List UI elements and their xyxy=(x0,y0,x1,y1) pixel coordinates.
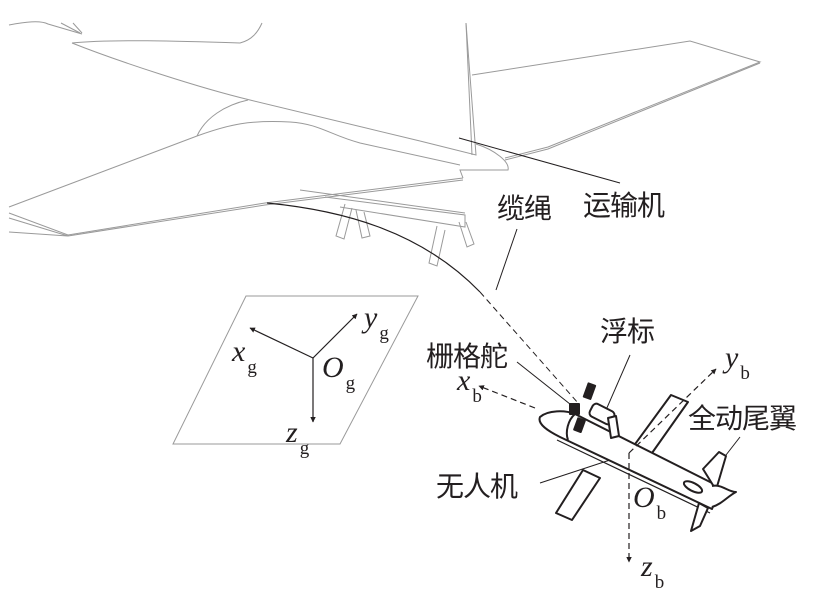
cable-dashed xyxy=(479,291,579,404)
aircraft-upper-fuselage xyxy=(71,22,263,44)
aircraft-wing-left-lower xyxy=(8,135,198,208)
uav-nose-cone xyxy=(565,413,576,441)
aircraft-wing-root xyxy=(196,99,249,137)
label-transport-aircraft: 运输机 xyxy=(583,189,665,222)
uav-tail-cone xyxy=(711,484,737,508)
label-all-moving-tail: 全动尾翼 xyxy=(688,402,797,435)
label-buoy: 浮标 xyxy=(600,315,655,348)
label-uav: 无人机 xyxy=(436,470,518,503)
leader-uav xyxy=(539,459,611,484)
uav-tail-fin-upper xyxy=(702,451,727,491)
leader-transport-aircraft xyxy=(458,137,621,184)
uav-grid-fin-bottom xyxy=(573,417,586,434)
uav-tail-fairing xyxy=(682,480,704,494)
aircraft-ramp xyxy=(324,196,466,228)
axis-xb-arrow xyxy=(478,385,536,409)
ground-frame xyxy=(172,295,419,445)
leader-grid-fin xyxy=(516,361,576,409)
uav-buoy-handle xyxy=(607,415,620,439)
uav-wing-lower xyxy=(555,469,601,521)
aircraft-ramp-leg xyxy=(335,203,353,240)
cable-solid xyxy=(266,202,481,293)
aircraft-tail-cone xyxy=(459,143,509,179)
leader-lines xyxy=(458,137,741,484)
axis-yg-arrow xyxy=(312,313,358,359)
leader-cable xyxy=(495,228,518,291)
uav-grid-fin-top xyxy=(582,382,597,400)
label-cable: 缆绳 xyxy=(497,192,552,225)
aircraft-vertical-fin xyxy=(419,22,477,156)
uav-grid-fin-left xyxy=(569,403,580,415)
aircraft-wing-left-leading-edge xyxy=(71,42,421,142)
transport-aircraft xyxy=(8,21,762,267)
label-grid-fin: 栅格舵 xyxy=(426,340,508,373)
aircraft-wing-right xyxy=(471,40,762,159)
leader-all-moving-tail xyxy=(725,436,741,456)
axis-yb-arrow xyxy=(628,368,717,454)
ground-plane xyxy=(172,295,419,445)
aircraft-nose-contour xyxy=(8,21,83,35)
uav-tail-fin-lower xyxy=(690,502,709,532)
uav xyxy=(538,382,737,532)
axis-xg-arrow xyxy=(249,327,314,359)
leader-buoy xyxy=(605,354,631,411)
body-frame xyxy=(478,368,717,563)
